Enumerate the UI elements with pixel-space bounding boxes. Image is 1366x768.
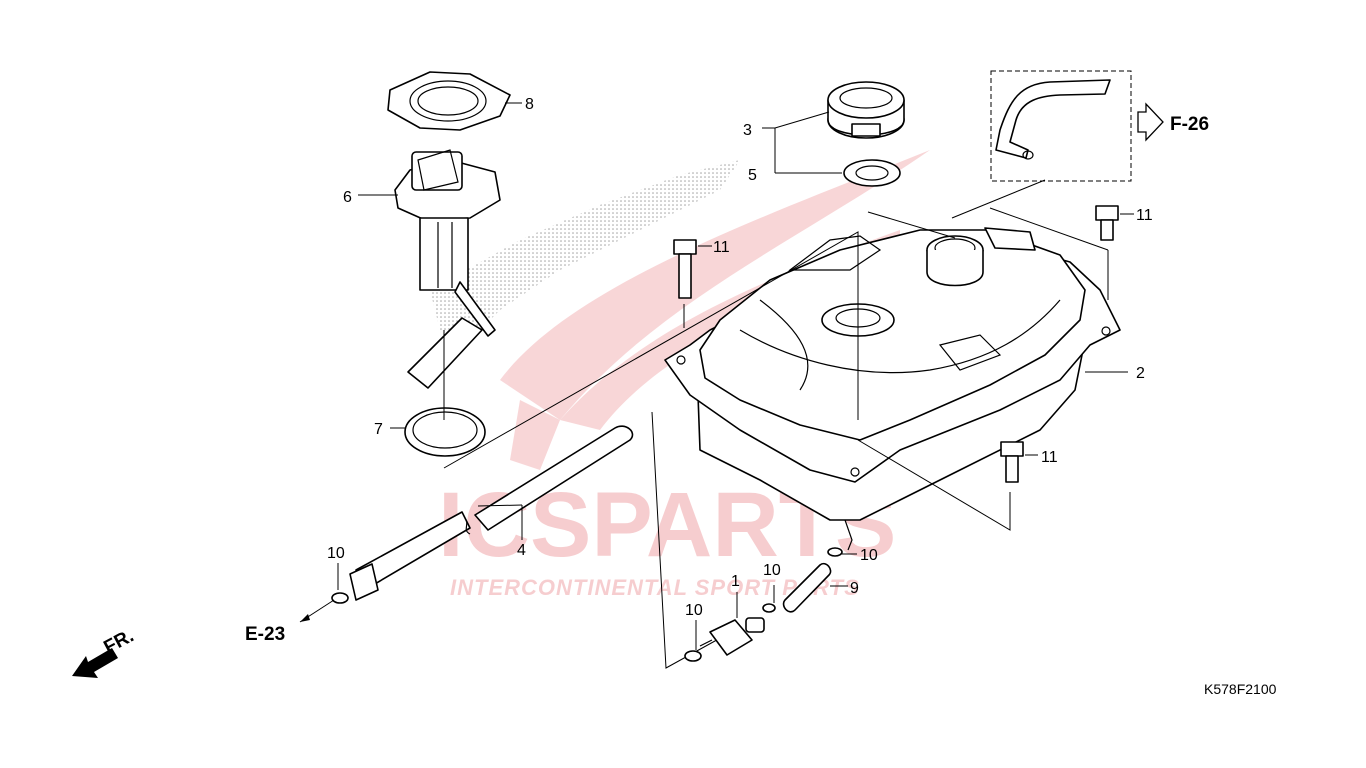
callout-9: 9	[850, 580, 859, 597]
bolt-part-11-center	[673, 239, 712, 328]
callout-10-tank: 10	[860, 547, 878, 564]
leader-3-5	[762, 111, 842, 174]
callout-labels: 8 6 7 3 5 2 11 11 11 4 10 10 10 10 9 1	[327, 96, 1153, 619]
drawing-code: K578F2100	[1204, 681, 1277, 697]
drain-tube-part-9	[782, 562, 848, 613]
fuel-pump-part-6	[358, 149, 501, 389]
callout-6: 6	[343, 189, 352, 206]
clip-part-10-middle	[762, 585, 776, 613]
callout-11-right-bottom: 11	[1041, 449, 1058, 466]
clip-part-10-tank	[827, 547, 857, 557]
callout-3: 3	[743, 122, 752, 139]
reference-f26: F-26	[1170, 114, 1209, 135]
callout-10-hose: 10	[327, 545, 345, 562]
callout-5: 5	[748, 167, 757, 184]
clip-part-10-hose	[331, 563, 349, 604]
breather-tube-box	[990, 70, 1132, 182]
front-direction-arrow: FR.	[72, 626, 137, 678]
clip-part-10-petcock	[684, 620, 702, 662]
callout-7: 7	[374, 421, 383, 438]
callout-11-center: 11	[713, 239, 730, 256]
set-ring-part-8	[387, 71, 522, 131]
fuel-hose-part-4	[349, 425, 634, 601]
assembly-leader-lines	[443, 179, 1109, 669]
callout-2: 2	[1136, 365, 1145, 382]
fuel-cock-part-1	[699, 592, 765, 656]
cap-gasket-part-5	[843, 159, 901, 187]
callout-4: 4	[517, 542, 526, 559]
packing-part-7	[390, 407, 486, 457]
fuel-tank-part-2	[664, 227, 1128, 551]
bolt-part-11-right-top	[1095, 205, 1134, 241]
reference-e23: E-23	[245, 624, 285, 645]
callout-10-middle: 10	[763, 562, 781, 579]
watermark-dotted-wing	[430, 160, 740, 340]
fuel-cap-part-3	[827, 81, 905, 139]
bolt-part-11-right-bottom	[1000, 441, 1038, 483]
callout-8: 8	[525, 96, 534, 113]
callout-10-petcock: 10	[685, 602, 703, 619]
callout-11-right-top: 11	[1136, 207, 1153, 224]
reference-arrow-e23: E-23	[245, 599, 335, 645]
callout-1: 1	[731, 573, 740, 590]
reference-arrow-f26: F-26	[1137, 102, 1209, 142]
